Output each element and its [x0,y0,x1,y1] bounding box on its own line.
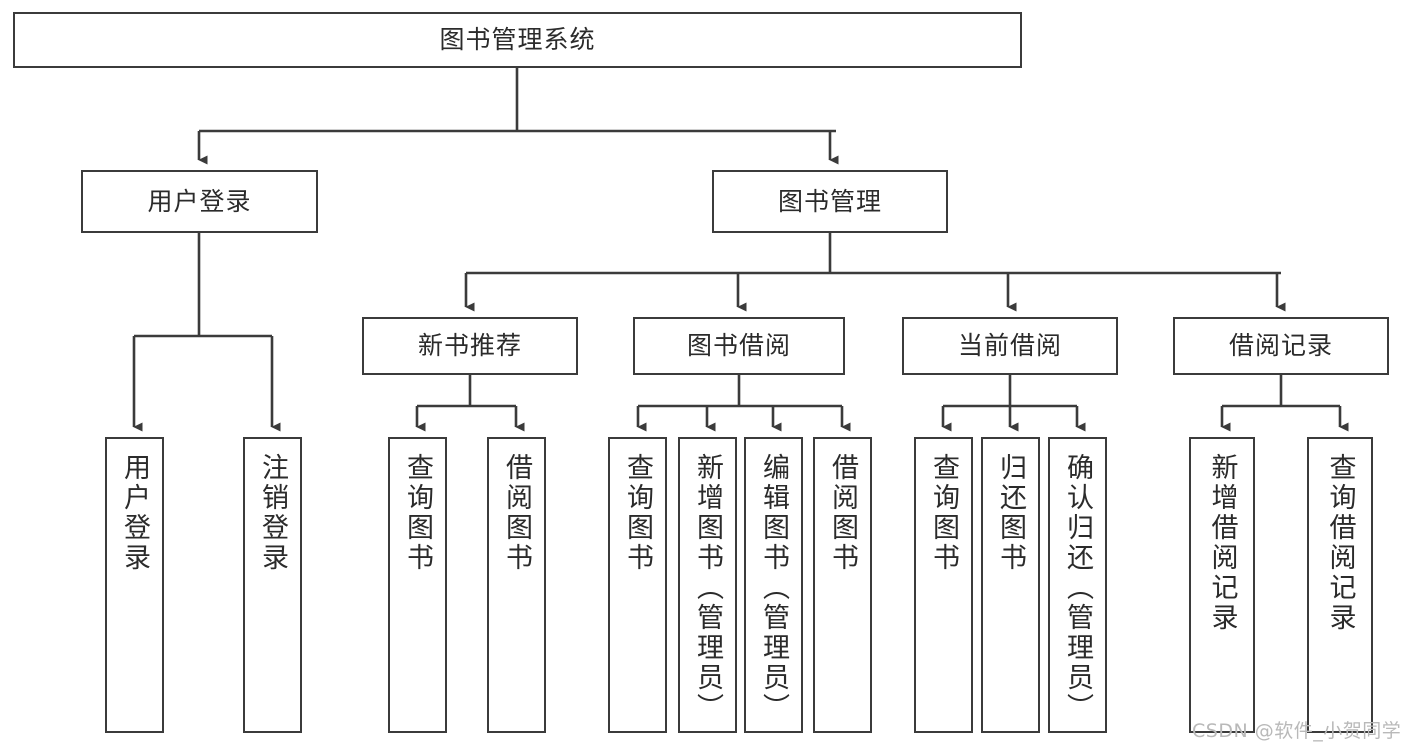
leaf-borrow-add-book-admin-label: 新增图书（管理员） [692,453,723,723]
csdn-watermark: CSDN @软件_小贺同学 [1192,720,1402,742]
leaf-borrow-query-book[interactable]: 查询图书 [608,437,667,733]
node-root-system[interactable]: 图书管理系统 [13,12,1022,68]
node-new-book-recommend-label: 新书推荐 [417,331,522,361]
leaf-record-query-record[interactable]: 查询借阅记录 [1307,437,1373,733]
node-current-borrow[interactable]: 当前借阅 [902,317,1118,375]
leaf-borrow-edit-book-admin-label: 编辑图书（管理员） [758,453,789,723]
node-borrow-record-label: 借阅记录 [1228,331,1333,361]
leaf-borrow-query-book-label: 查询图书 [622,453,653,573]
node-root-system-label: 图书管理系统 [439,25,596,55]
leaf-current-confirm-return-admin-label: 确认归还（管理员） [1062,453,1093,723]
leaf-current-return-book-label: 归还图书 [995,453,1026,573]
leaf-current-query-book[interactable]: 查询图书 [914,437,973,733]
leaf-current-confirm-return-admin[interactable]: 确认归还（管理员） [1048,437,1107,733]
leaf-current-query-book-label: 查询图书 [928,453,959,573]
node-current-borrow-label: 当前借阅 [957,331,1062,361]
leaf-recommend-borrow-book-label: 借阅图书 [501,453,532,573]
leaf-user-login-signout-label: 注销登录 [257,453,288,573]
leaf-current-return-book[interactable]: 归还图书 [981,437,1040,733]
node-book-borrow-label: 图书借阅 [686,331,791,361]
leaf-recommend-query-book[interactable]: 查询图书 [388,437,447,733]
node-book-management[interactable]: 图书管理 [712,170,948,233]
leaf-record-query-record-label: 查询借阅记录 [1324,453,1356,633]
leaf-record-add-record-label: 新增借阅记录 [1206,453,1238,633]
leaf-recommend-borrow-book[interactable]: 借阅图书 [487,437,546,733]
node-borrow-record[interactable]: 借阅记录 [1173,317,1389,375]
leaf-user-login-signin[interactable]: 用户登录 [105,437,164,733]
leaf-borrow-edit-book-admin[interactable]: 编辑图书（管理员） [744,437,803,733]
node-book-management-label: 图书管理 [777,186,882,216]
node-user-login-label: 用户登录 [147,186,252,216]
leaf-borrow-add-book-admin[interactable]: 新增图书（管理员） [678,437,737,733]
node-new-book-recommend[interactable]: 新书推荐 [362,317,578,375]
leaf-borrow-borrow-book-label: 借阅图书 [827,453,858,573]
leaf-recommend-query-book-label: 查询图书 [402,453,433,573]
node-user-login[interactable]: 用户登录 [81,170,318,233]
leaf-borrow-borrow-book[interactable]: 借阅图书 [813,437,872,733]
leaf-record-add-record[interactable]: 新增借阅记录 [1189,437,1255,733]
leaf-user-login-signout[interactable]: 注销登录 [243,437,302,733]
node-book-borrow[interactable]: 图书借阅 [633,317,845,375]
leaf-user-login-signin-label: 用户登录 [119,453,150,573]
